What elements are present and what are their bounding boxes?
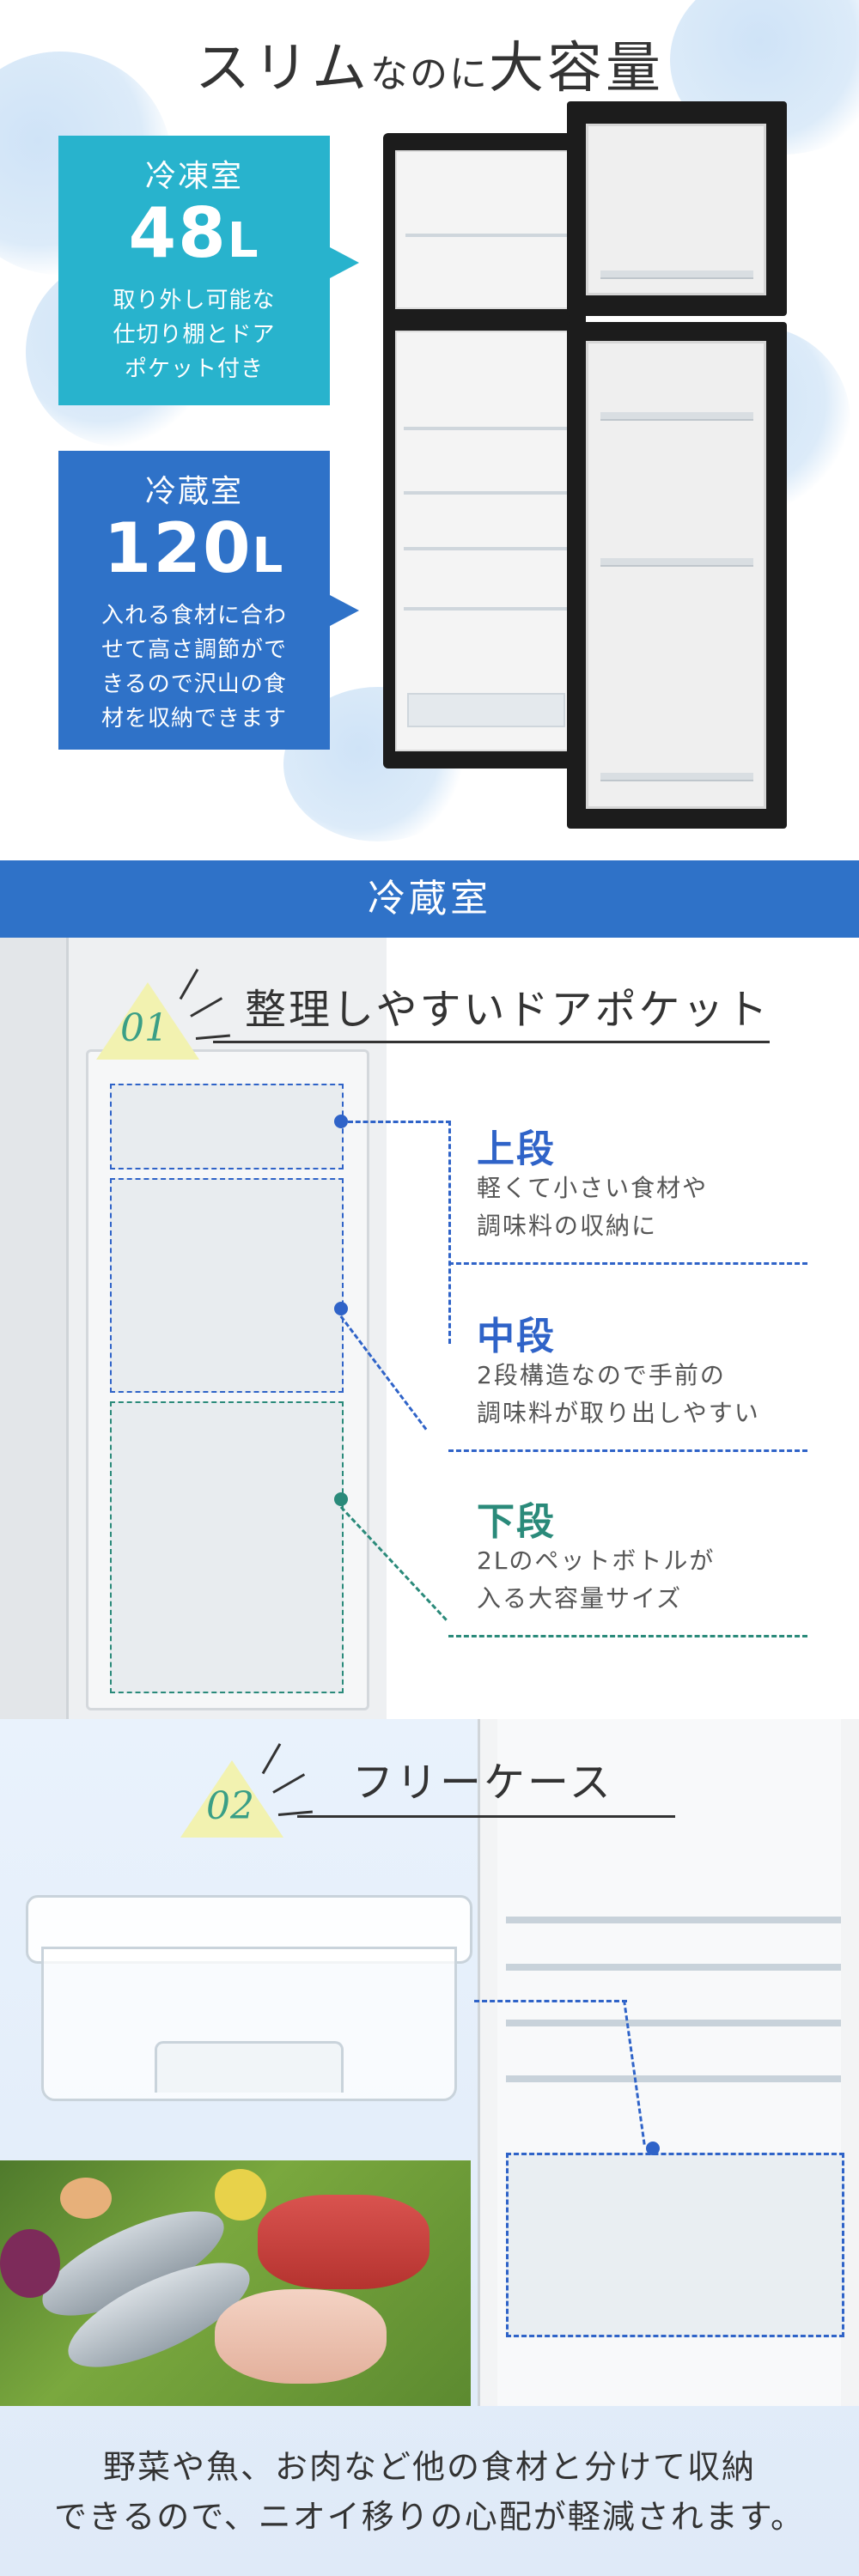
freezer-capacity-number: 48 [128, 193, 228, 273]
freezer-capacity-unit: L [227, 213, 260, 269]
glass-shelf [506, 2020, 841, 2026]
crisper-drawer [407, 693, 565, 727]
freezer-compartment [395, 150, 576, 309]
free-case-drawer [26, 1895, 472, 2110]
freezer-door [567, 101, 787, 316]
feature-number: 01 [120, 1006, 168, 1050]
section-header-fridge: 冷蔵室 [0, 860, 859, 938]
title-underline [213, 1041, 770, 1043]
lemon [215, 2169, 266, 2221]
onion [0, 2229, 60, 2298]
fridge-label: 冷蔵室 [144, 474, 243, 509]
glass-shelf [506, 1917, 841, 1923]
connector-line [448, 1121, 451, 1344]
bin-desc-middle: 2段構造なので手前の 調味料が取り出しやすい [477, 1357, 760, 1432]
bin-desc-bottom: 2Lのペットボトルが 入る大容量サイズ [477, 1542, 715, 1618]
hero-title: スリムなのに大容量 [0, 24, 859, 103]
connector-line [348, 1121, 451, 1123]
pointer-arrow-icon [330, 595, 359, 626]
bin-desc-line: 調味料の収納に [477, 1212, 658, 1240]
feature-title: フリーケース [352, 1759, 613, 1807]
fridge-shelf [404, 547, 569, 550]
freezer-desc-line: 仕切り棚とドア [113, 322, 276, 348]
description-line: できるので、ニオイ移りの心配が軽減されます。 [54, 2498, 805, 2536]
bin-desc-line: 2段構造なので手前の [477, 1361, 726, 1389]
freezer-desc-line: 取り外し可能な [113, 288, 276, 313]
freezer-description: 取り外し可能な 仕切り棚とドア ポケット付き [58, 283, 330, 386]
freezer-label: 冷凍室 [144, 159, 243, 194]
connector-line [448, 1635, 807, 1637]
pointer-arrow-icon [330, 247, 359, 278]
fridge-door [567, 322, 787, 829]
hero-title-slim: スリム [195, 37, 370, 100]
connector-line [448, 1449, 807, 1452]
feature-door-pocket-section: 01 整理しやすいドアポケット 上段 軽くて小さい食材や 調味料の収納に 中段 … [0, 938, 859, 1719]
freezer-shelf [405, 234, 567, 237]
freezer-capacity-box: 冷凍室 48L 取り外し可能な 仕切り棚とドア ポケット付き [58, 136, 359, 405]
hero-title-capacity: 大容量 [489, 37, 664, 100]
freezer-door-liner [586, 124, 766, 295]
feature-title: 整理しやすいドアポケット [245, 986, 771, 1034]
connector-dot [334, 1115, 348, 1128]
connector-dot [334, 1492, 348, 1506]
fridge-desc-line: 材を収納できます [101, 706, 287, 732]
bin-desc-line: 調味料が取り出しやすい [477, 1399, 760, 1427]
foods-photo [0, 2160, 471, 2406]
fridge-side-edge [0, 938, 69, 1719]
fridge-capacity: 120L [58, 514, 330, 583]
bin-label-bottom: 下段 [477, 1500, 556, 1544]
bin-label-middle: 中段 [477, 1315, 556, 1358]
fridge-door-photo [0, 938, 387, 1719]
feature-free-case-section: 02 フリーケース 野菜や魚、お肉など他の食材と分けて収納 できるので、ニオイ移… [0, 1719, 859, 2576]
fridge-capacity-box: 冷蔵室 120L 入れる食材に合わ せて高さ調節がで きるので沢山の食 材を収納… [58, 451, 359, 750]
freezer-capacity: 48L [58, 199, 330, 268]
door-bin-top [110, 1084, 344, 1170]
eggs [60, 2178, 112, 2219]
feature-number: 02 [206, 1784, 254, 1828]
door-bin [600, 270, 753, 279]
meat [258, 2195, 430, 2289]
connector-dot [334, 1302, 348, 1315]
bin-label-top: 上段 [477, 1127, 556, 1171]
bin-desc-top: 軽くて小さい食材や 調味料の収納に [477, 1170, 708, 1245]
hero-section: スリムなのに大容量 冷凍室 48L 取り外し可能な 仕切り棚とドア ポケット付き… [0, 0, 859, 859]
connector-line [474, 2000, 627, 2002]
fridge-description: 入れる食材に合わ せて高さ調節がで きるので沢山の食 材を収納できます [58, 598, 330, 736]
fridge-compartment [395, 331, 576, 751]
triangle-badge-icon [180, 1760, 283, 1838]
bin-desc-line: 軽くて小さい食材や [477, 1174, 709, 1202]
door-bin [600, 412, 753, 421]
fridge-desc-line: きるので沢山の食 [101, 671, 287, 697]
fridge-capacity-number: 120 [103, 508, 253, 588]
door-bin-middle [110, 1178, 344, 1393]
fridge-desc-line: 入れる食材に合わ [101, 603, 287, 629]
fridge-shelf [404, 427, 569, 430]
fridge-interior-photo [478, 1719, 859, 2406]
fridge-shelf [404, 607, 569, 611]
door-bin-bottom [110, 1401, 344, 1693]
chicken [215, 2289, 387, 2384]
bin-desc-line: 2Lのペットボトルが [477, 1546, 716, 1575]
glass-shelf [506, 2075, 841, 2082]
door-bin [600, 558, 753, 567]
freezer-desc-line: ポケット付き [124, 356, 264, 382]
fridge-desc-line: せて高さ調節がで [101, 637, 287, 663]
hero-title-connector: なのに [370, 52, 489, 96]
crisper-drawer-highlight [506, 2153, 844, 2337]
title-underline [297, 1815, 675, 1818]
fridge-illustration [383, 133, 586, 769]
glass-shelf [506, 1964, 841, 1971]
connector-dot [646, 2142, 660, 2155]
free-case-description: 野菜や魚、お肉など他の食材と分けて収納 できるので、ニオイ移りの心配が軽減されま… [0, 2442, 859, 2542]
drawer-handle [155, 2041, 344, 2093]
fridge-door-liner [586, 341, 766, 809]
connector-line [448, 1262, 807, 1265]
door-bin [600, 773, 753, 781]
description-line: 野菜や魚、お肉など他の食材と分けて収納 [102, 2448, 756, 2486]
fridge-shelf [404, 491, 569, 495]
bin-desc-line: 入る大容量サイズ [477, 1584, 683, 1613]
fridge-capacity-unit: L [252, 528, 285, 584]
